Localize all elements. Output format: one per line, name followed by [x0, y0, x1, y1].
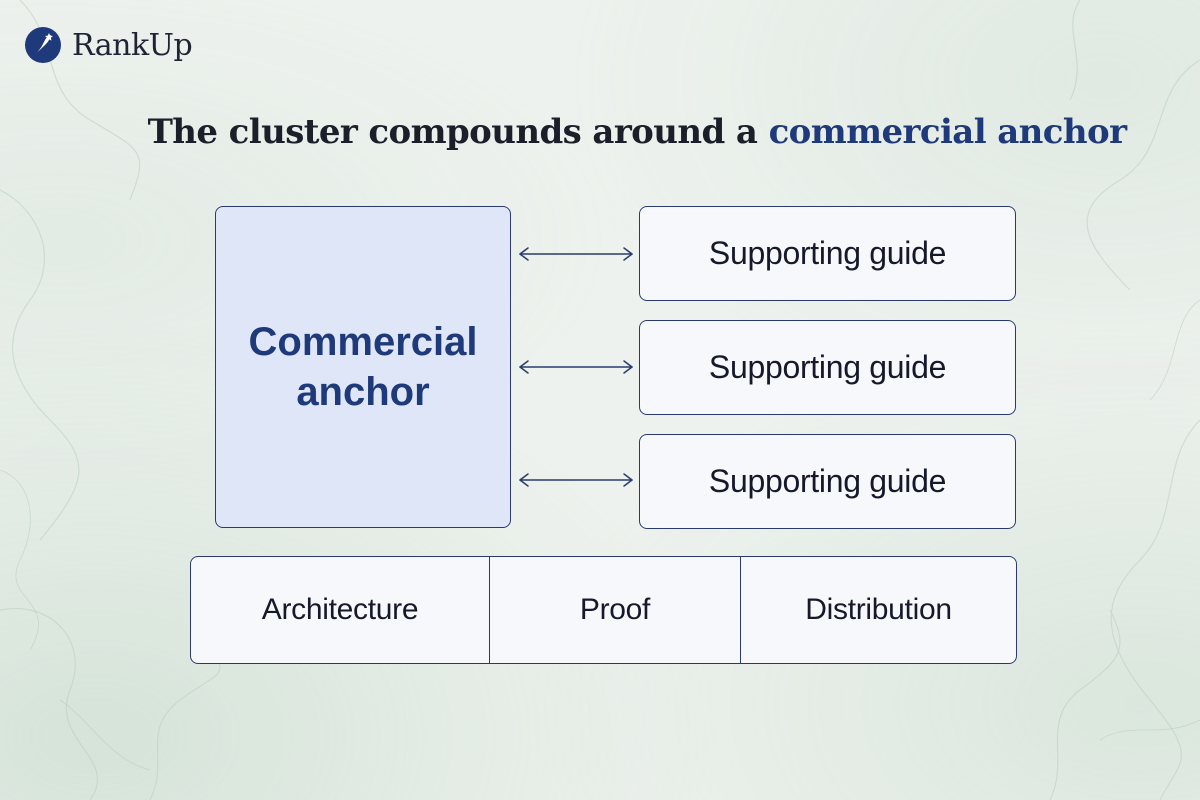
shooting-star-circle-icon	[25, 27, 61, 63]
anchor-label: Commercial anchor	[233, 317, 493, 417]
supporting-guide-label: Supporting guide	[708, 235, 947, 271]
double-headed-arrow-icon	[519, 473, 633, 487]
page-title: The cluster compounds around a commercia…	[0, 112, 1200, 152]
anchor-label-line1: Commercial	[248, 320, 478, 364]
supporting-guide-box: Supporting guide	[639, 320, 1016, 415]
brand-logo: RankUp	[24, 26, 193, 64]
anchor-label-line2: anchor	[296, 370, 430, 414]
double-headed-arrow-icon	[519, 247, 633, 261]
supporting-guide-box: Supporting guide	[639, 434, 1016, 529]
supporting-guide-label: Supporting guide	[708, 463, 947, 499]
foundation-cell-distribution: Distribution	[740, 557, 1016, 663]
supporting-guide-box: Supporting guide	[639, 206, 1016, 301]
title-prefix: The cluster compounds around a	[147, 112, 769, 152]
title-accent: commercial anchor	[768, 112, 1127, 152]
foundation-bar: Architecture Proof Distribution	[190, 556, 1017, 664]
double-headed-arrow-icon	[519, 360, 633, 374]
supporting-guide-label: Supporting guide	[708, 349, 947, 385]
commercial-anchor-box: Commercial anchor	[215, 206, 511, 528]
brand-name: RankUp	[72, 27, 193, 63]
foundation-cell-architecture: Architecture	[261, 593, 419, 626]
foundation-cell-proof: Proof	[489, 557, 740, 663]
connector-arrows	[519, 247, 633, 487]
